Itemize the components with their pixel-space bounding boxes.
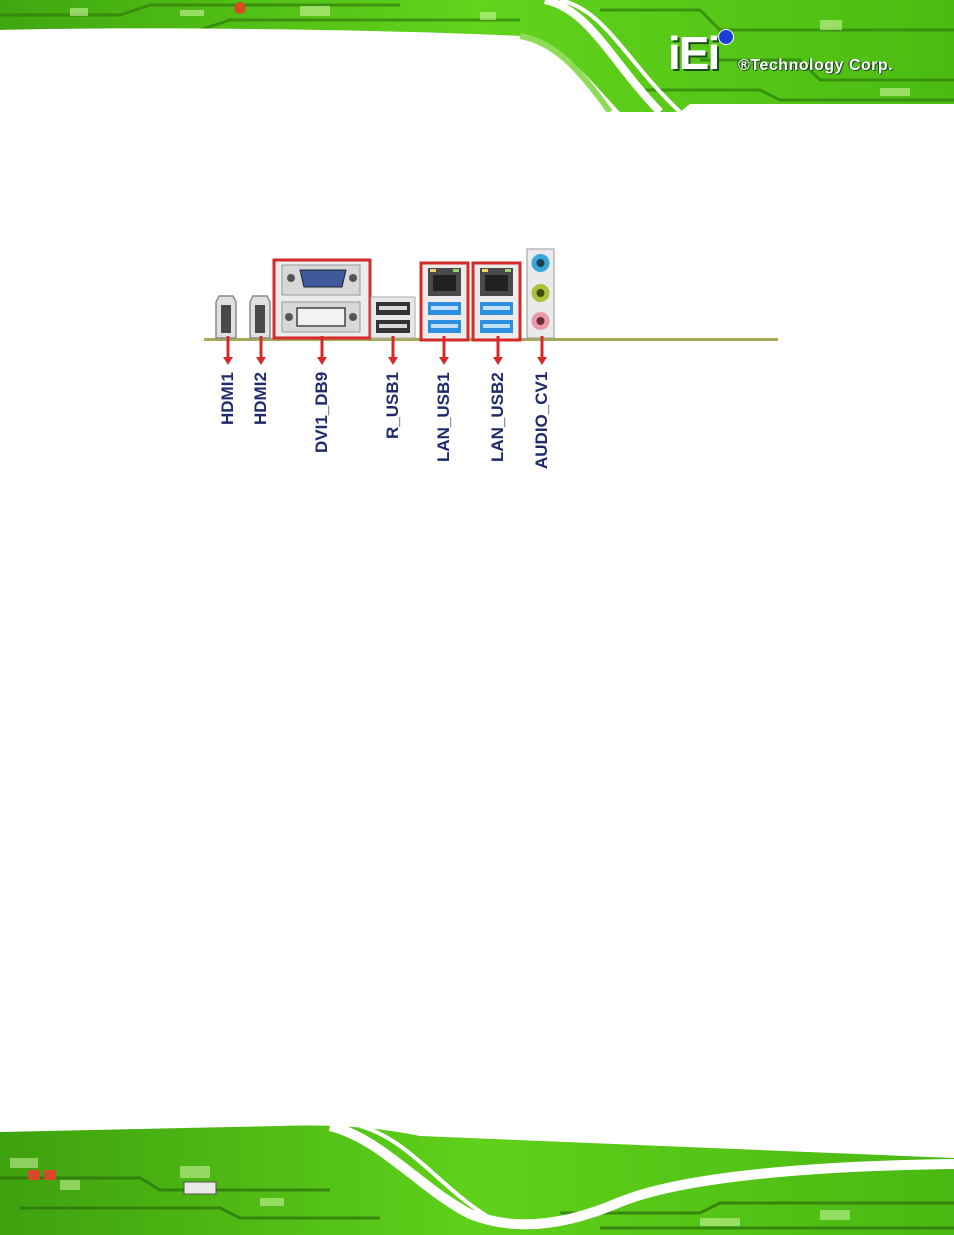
- hdmi2-label: HDMI2: [251, 372, 271, 425]
- lan-usb2-label: LAN_USB2: [488, 372, 508, 462]
- lan-usb1-connector: [421, 263, 468, 340]
- r-usb1-label: R_USB1: [383, 372, 403, 439]
- brand-tagline: ®Technology Corp.: [738, 57, 938, 79]
- lan-usb1-label: LAN_USB1: [434, 372, 454, 462]
- brand-logo-dot-icon: [718, 29, 734, 45]
- hdmi2-connector: [250, 296, 270, 338]
- dvi1-db9-label: DVI1_DB9: [312, 372, 332, 453]
- header-banner: [0, 0, 954, 112]
- audio-cv1-connector: [527, 249, 554, 338]
- lan-usb2-connector: [473, 263, 520, 340]
- footer-banner: [0, 1118, 954, 1235]
- hdmi1-connector: [216, 296, 236, 338]
- dvi1-db9-connector: [274, 260, 370, 338]
- audio-cv1-label: AUDIO_CV1: [532, 372, 552, 469]
- r-usb1-connector: [371, 297, 415, 338]
- hdmi1-label: HDMI1: [218, 372, 238, 425]
